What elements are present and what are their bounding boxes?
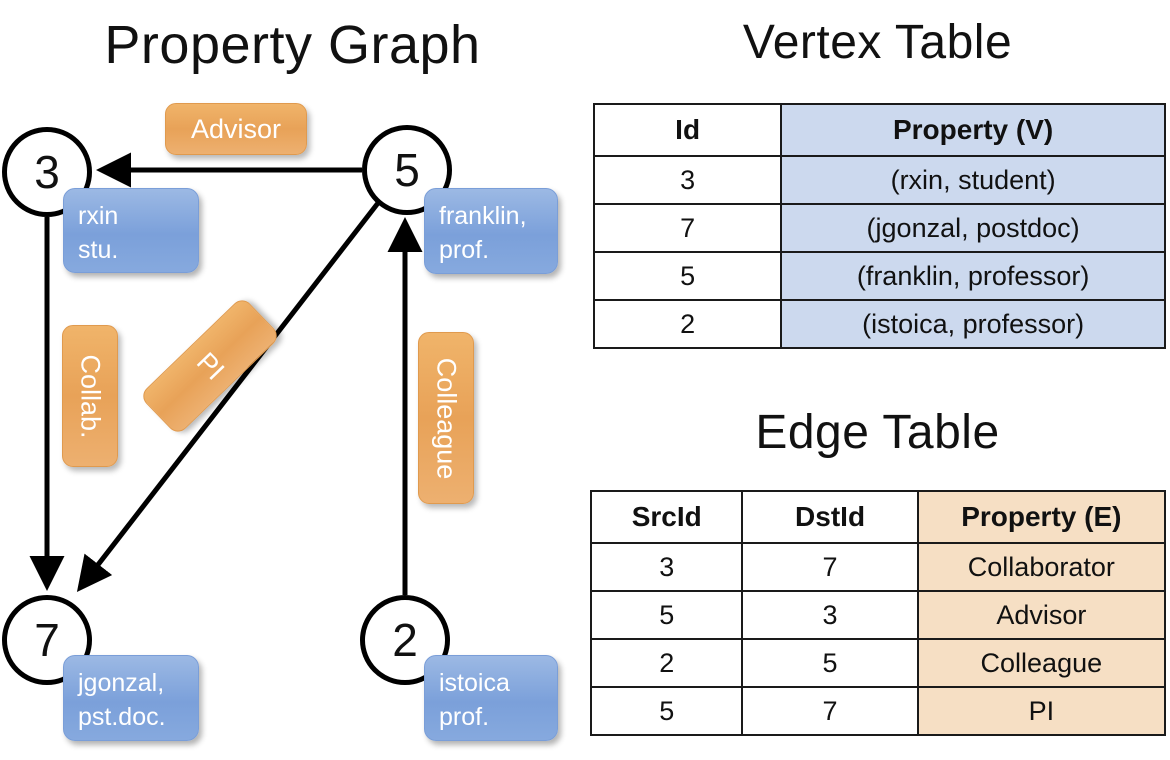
table-row: 5 3 Advisor: [589, 590, 1167, 640]
table-row: 7 (jgonzal, postdoc): [592, 203, 1166, 253]
edge-table-header-srcid: SrcId: [589, 490, 744, 544]
vertex-property-box-7-line1: jgonzal,: [78, 669, 165, 697]
table-row: 3 7 Collaborator: [589, 542, 1167, 592]
edge-label-advisor-text: Advisor: [190, 113, 282, 144]
edge-cell-srcid: 3: [589, 542, 744, 592]
vertex-cell-property: (franklin, professor): [780, 251, 1166, 301]
vertex-cell-property: (istoica, professor): [780, 299, 1166, 349]
vertex-table: Id Property (V) 3 (rxin, student) 7 (jgo…: [592, 103, 1166, 349]
vertex-cell-id: 5: [592, 251, 783, 301]
vertex-property-box-3: rxin stu.: [63, 188, 199, 273]
vertex-property-box-5: franklin, prof.: [424, 188, 558, 274]
edge-cell-dstid: 7: [741, 686, 919, 736]
table-row: 5 7 PI: [589, 686, 1167, 736]
edge-table-header-property: Property (E): [916, 490, 1167, 544]
edge-cell-dstid: 7: [741, 542, 919, 592]
edge-label-advisor: Advisor: [165, 103, 307, 155]
edge-label-collab-text: Collab.: [75, 353, 106, 439]
vertex-cell-id: 7: [592, 203, 783, 253]
table-row: 5 (franklin, professor): [592, 251, 1166, 301]
table-row: 3 (rxin, student): [592, 155, 1166, 205]
edge-label-colleague-text: Colleague: [431, 357, 462, 479]
edge-cell-srcid: 5: [589, 590, 744, 640]
page-title-edge-table: Edge Table: [755, 406, 1000, 459]
vertex-property-box-2-line1: istoica: [439, 669, 510, 697]
vertex-cell-property: (jgonzal, postdoc): [780, 203, 1166, 253]
edge-cell-dstid: 5: [741, 638, 919, 688]
vertex-cell-property: (rxin, student): [780, 155, 1166, 205]
vertex-property-box-5-line2: prof.: [439, 236, 490, 264]
edge-label-collab: Collab.: [62, 325, 118, 467]
vertex-property-box-3-line2: stu.: [78, 236, 119, 264]
edge-label-pi-text: PI: [190, 346, 231, 386]
property-graph-panel: Property Graph Advisor Collab. PI: [2, 15, 558, 741]
graph-edges-layer: [29, 152, 423, 595]
vertex-property-box-7-line2: pst.doc.: [78, 703, 166, 731]
vertex-property-box-5-line1: franklin,: [439, 202, 527, 230]
vertex-property-box-2: istoica prof.: [424, 655, 558, 741]
edge-cell-property: PI: [916, 686, 1167, 736]
edge-cell-srcid: 2: [589, 638, 744, 688]
graph-node-5[interactable]: 5: [362, 125, 452, 215]
vertex-cell-id: 2: [592, 299, 783, 349]
vertex-property-box-3-line1: rxin: [78, 202, 119, 230]
edge-table-header-dstid: DstId: [741, 490, 919, 544]
edge-5-to-7: [76, 201, 380, 592]
vertex-cell-id: 3: [592, 155, 783, 205]
page-title-property-graph: Property Graph: [104, 15, 481, 75]
edge-table: SrcId DstId Property (E) 3 7 Collaborato…: [589, 490, 1167, 736]
vertex-property-box-7: jgonzal, pst.doc.: [63, 655, 199, 741]
edge-table-header-row: SrcId DstId Property (E): [589, 490, 1167, 544]
table-row: 2 5 Colleague: [589, 638, 1167, 688]
edge-cell-dstid: 3: [741, 590, 919, 640]
vertex-table-header-row: Id Property (V): [592, 103, 1166, 157]
graph-node-2[interactable]: 2: [360, 595, 450, 685]
edge-label-colleague: Colleague: [418, 332, 474, 504]
edge-cell-srcid: 5: [589, 686, 744, 736]
vertex-table-header-id: Id: [592, 103, 783, 157]
vertex-property-box-2-line2: prof.: [439, 703, 490, 731]
page-title-vertex-table: Vertex Table: [742, 16, 1013, 69]
edge-cell-property: Colleague: [916, 638, 1167, 688]
table-row: 2 (istoica, professor): [592, 299, 1166, 349]
edge-cell-property: Collaborator: [916, 542, 1167, 592]
vertex-table-header-property: Property (V): [780, 103, 1166, 157]
edge-cell-property: Advisor: [916, 590, 1167, 640]
